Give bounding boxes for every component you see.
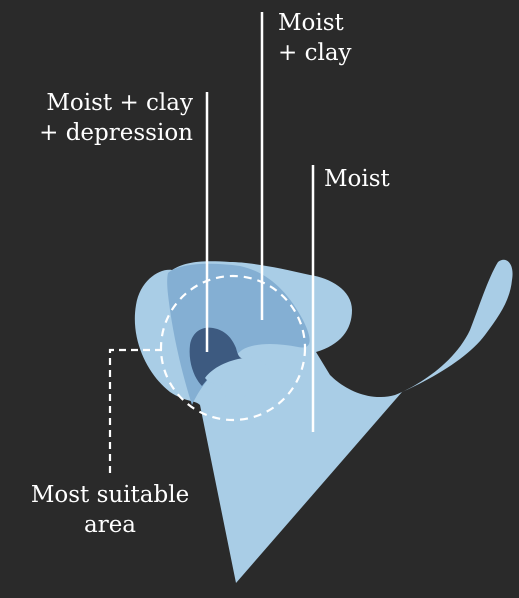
label-most-suitable-line2: area bbox=[0, 510, 220, 540]
label-most-suitable-line1: Most suitable bbox=[0, 480, 220, 510]
label-moist-clay-line2: + clay bbox=[278, 38, 352, 68]
label-moist-clay-line1: Moist bbox=[278, 8, 352, 38]
label-moist-clay: Moist + clay bbox=[278, 8, 352, 68]
label-moist-clay-depression: Moist + clay + depression bbox=[39, 88, 193, 148]
label-moist-clay-depression-line1: Moist + clay bbox=[39, 88, 193, 118]
label-moist: Moist bbox=[324, 164, 390, 194]
label-moist-clay-depression-line2: + depression bbox=[39, 118, 193, 148]
label-most-suitable-area: Most suitable area bbox=[0, 480, 220, 540]
label-moist-line1: Moist bbox=[324, 164, 390, 194]
